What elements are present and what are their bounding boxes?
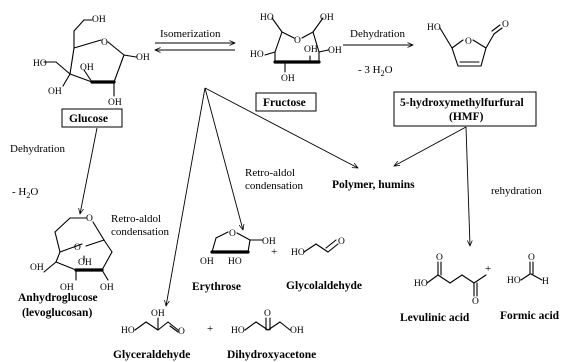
atom-ho: HO [121,326,135,336]
anhydroglucose-label-line1: Anhydroglucose [18,292,98,304]
formic-acid-label: Formic acid [500,310,560,322]
ring-oxygen: O [465,37,472,47]
aldehyde-oxygen: O [502,20,509,30]
atom-oh: HO [414,279,428,289]
acid-oxygen: O [528,253,535,263]
aldehyde-oxygen: O [178,327,185,337]
formic-acid-structure: HO O H [507,253,549,287]
ring-oxygen: O [229,229,236,239]
atom-oh: OH [200,257,214,267]
atom-ho: HO [291,248,305,258]
hmf-label-line2: (HMF) [449,111,484,123]
hmf-to-polymer-arrow [394,126,467,166]
rehydration-label: rehydration [491,185,542,197]
ketone-oxygen: O [264,309,271,319]
isomerization-label: Isomerization [160,28,221,40]
bridge-oxygen: O [86,214,93,224]
atom-h: H [542,277,549,287]
retro-aldol-2-line2: condensation [111,226,170,238]
dehydration-top-label: Dehydration [350,28,405,40]
retro-aldol-to-glyceraldehyde-arrow [166,87,206,306]
plus-sign-2: + [207,323,213,335]
glucose-box [61,108,123,128]
atom-oh: OH [320,13,334,23]
glucose-label: Glucose [69,113,108,125]
hmf-structure: HO O O [427,20,509,67]
atom-ho: HO [33,59,47,69]
retro-aldol-1-line1: Retro-aldol [245,167,295,179]
hmf-rehydration-arrow [465,126,470,246]
minus-water-top: - 3 H2O [358,64,393,78]
atom-oh: OH [48,87,62,97]
fructose-label: Fructose [263,97,306,109]
hmf-label-line1: 5-hydroxymethylfurfural [400,97,524,109]
fructose-to-polymer-arrow [204,87,358,168]
atom-oh: OH [60,283,74,293]
anhydroglucose-structure: O O OH OH OH OH [30,214,114,293]
acid-oxygen: O [436,253,443,263]
plus-sign-1: + [271,246,277,258]
levulinic-acid-structure: HO O O [414,253,487,307]
atom-oh: OH [151,309,165,319]
retro-aldol-1-line2: condensation [245,180,304,192]
glucose-structure: OH O OH OH OH OH HO [33,15,150,108]
dihydroxyacetone-label: Dihydroxyacetone [227,349,316,361]
dihydroxyacetone-structure: HO OH O [231,309,304,336]
ketone-oxygen: O [472,297,479,307]
fructose-structure: HO O OH OH HO OH OH [250,13,342,84]
atom-oh: OH [290,326,304,336]
atom-ho: HO [228,257,242,267]
atom-oh: OH [304,45,318,55]
ring-oxygen: O [294,36,301,46]
atom-oh: OH [108,98,122,108]
glycolaldehyde-label: Glycolaldehyde [286,280,362,292]
retro-aldol-2-line1: Retro-aldol [111,213,161,225]
anhydroglucose-label-line2: (levoglucosan) [22,307,92,319]
levulinic-acid-label: Levulinic acid [400,312,470,324]
atom-oh: OH [281,74,295,84]
glyceraldehyde-label: Glyceraldehyde [113,349,190,361]
dehydration-left-label: Dehydration [10,143,65,155]
erythrose-label: Erythrose [192,281,241,293]
atom-ho: HO [231,326,245,336]
atom-oh: OH [78,258,92,268]
dehydration-left-arrow [80,127,98,214]
aldehyde-oxygen: O [338,237,345,247]
atom-oh: OH [136,53,150,63]
hmf-box [393,91,537,127]
retro-aldol-to-erythrose-arrow [204,87,243,230]
plus-sign-3: + [485,263,491,275]
atom-ho: HO [260,13,274,23]
atom-oh: OH [262,237,276,247]
atom-ho: HO [250,50,264,60]
atom-oh: OH [328,46,342,56]
atom-oh: OH [100,283,114,293]
atom-ho: HO [427,23,441,33]
atom-ho: HO [507,276,521,286]
fructose-box [255,92,317,112]
atom-oh: OH [92,15,106,25]
glycolaldehyde-structure: HO O [291,237,345,258]
ring-oxygen: O [74,243,81,253]
glyceraldehyde-structure: HO OH O [121,309,185,337]
atom-oh: OH [30,263,44,273]
ring-oxygen: O [101,38,108,48]
polymer-humins-label: Polymer, humins [332,179,415,191]
atom-oh: OH [80,63,94,73]
erythrose-structure: O OH OH HO [200,229,276,267]
minus-water-left: - H2O [12,186,38,200]
